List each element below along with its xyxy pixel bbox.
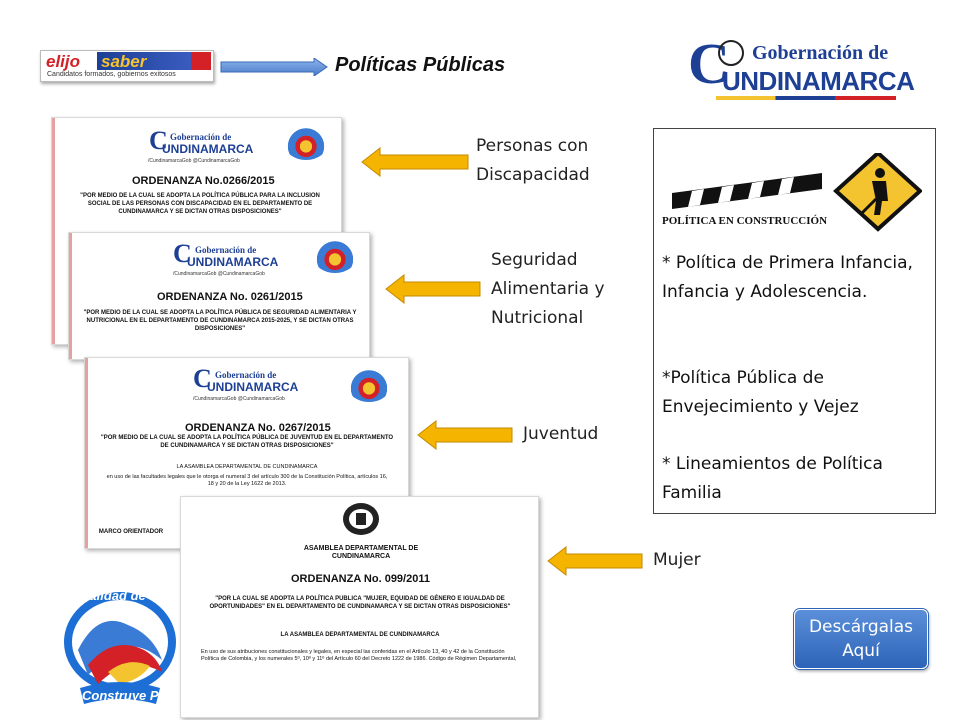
- doc-social: /CundinamarcaGob @CundinamarcaGob: [173, 271, 265, 277]
- doc-section-heading: MARCO ORIENTADOR: [98, 529, 164, 535]
- yellow-arrow-left-icon: [361, 147, 469, 177]
- doc-body-text: "POR MEDIO DE LA CUAL SE ADOPTA LA POLÍT…: [83, 310, 357, 332]
- doc-logo-initial: C: [173, 239, 192, 268]
- label-juventud: Juventud: [523, 424, 599, 444]
- logo-color-stripe: [716, 96, 896, 100]
- label-line: Alimentaria y: [491, 279, 605, 299]
- document-seguridad-alimentaria[interactable]: C Gobernación de UNDINAMARCA /Cundinamar…: [68, 232, 370, 360]
- doc-social: /CundinamarcaGob @CundinamarcaGob: [148, 158, 240, 164]
- elijo-saber-logo: elijo saber Candidatos formados, gobiern…: [40, 50, 214, 82]
- label-line: Personas con: [476, 136, 589, 156]
- emblem-bottom-text: Construye Paz: [82, 688, 173, 703]
- doc-logo-initial: C: [149, 126, 168, 155]
- doc-ordinance-number: ORDENANZA No. 099/2011: [291, 573, 430, 585]
- download-button-line-1: Descárgalas: [808, 617, 914, 637]
- blue-arrow-right-icon: [220, 58, 328, 76]
- doc-ordinance-number: ORDENANZA No.0266/2015: [132, 175, 275, 187]
- download-button[interactable]: Descárgalas Aquí: [794, 609, 928, 669]
- calidad-de-vida-construye-paz-logo: Calidad de Vida Construye Paz: [58, 580, 182, 710]
- doc-logo-line-2: UNDINAMARCA: [207, 380, 299, 394]
- label-mujer: Mujer: [653, 550, 701, 570]
- seal-icon: [718, 40, 744, 66]
- doc-logo-line-2: UNDINAMARCA: [162, 142, 254, 156]
- doc-logo-line-1: Gobernación de: [170, 132, 232, 142]
- doc-assembly-text: LA ASAMBLEA DEPARTAMENTAL DE CUNDINAMARC…: [280, 632, 440, 638]
- calidad-de-vida-badge-icon: [347, 368, 391, 402]
- doc-body-text: "POR MEDIO DE LA CUAL SE ADOPTA LA POLÍT…: [100, 435, 394, 449]
- calidad-de-vida-badge-icon: [284, 126, 328, 160]
- policy-item: *Política Pública de Envejecimiento y Ve…: [662, 368, 859, 417]
- yellow-arrow-left-icon: [417, 420, 513, 450]
- calidad-de-vida-emblem-icon: [64, 592, 176, 704]
- logo-tagline: Candidatos formados, gobiernos exitosos: [47, 71, 176, 78]
- doc-body-text: "POR MEDIO DE LA CUAL SE ADOPTA LA POLÍT…: [80, 193, 320, 215]
- label-line: Seguridad: [491, 250, 578, 270]
- logo-line-1: Gobernación de: [752, 42, 889, 64]
- policy-item: * Política de Primera Infancia, Infancia…: [662, 253, 913, 302]
- label-discapacidad: Personas con Discapacidad: [476, 132, 590, 190]
- doc-logo-initial: C: [193, 364, 212, 393]
- document-edge: [69, 233, 72, 359]
- doc-ordinance-number: ORDENANZA No. 0267/2015: [185, 422, 331, 434]
- document-edge: [85, 358, 88, 548]
- document-mujer[interactable]: ASAMBLEA DEPARTAMENTAL DE CUNDINAMARCA O…: [180, 496, 539, 718]
- logo-word-elijo: elijo: [46, 52, 81, 71]
- policy-item: * Lineamientos de Política Familia: [662, 454, 883, 503]
- gobernacion-cundinamarca-logo: C Gobernación de UNDINAMARCA: [688, 34, 915, 100]
- page-title: Políticas Públicas: [335, 54, 506, 76]
- download-button-line-2: Aquí: [842, 641, 880, 661]
- logo-word-saber: saber: [97, 52, 192, 71]
- under-construction-sign-icon: [672, 153, 922, 232]
- doc-logo-line-2: UNDINAMARCA: [187, 255, 279, 269]
- calidad-de-vida-badge-icon: [313, 239, 357, 273]
- doc-assembly-heading: ASAMBLEA DEPARTAMENTAL DE CUNDINAMARCA: [303, 545, 419, 560]
- yellow-arrow-left-icon: [547, 546, 643, 576]
- assembly-seal-icon: [343, 503, 379, 535]
- doc-logo-line-1: Gobernación de: [195, 245, 257, 255]
- policies-in-construction-panel: POLÍTICA EN CONSTRUCCIÓN * Política de P…: [653, 128, 936, 514]
- document-edge: [52, 118, 55, 344]
- logo-line-2: UNDINAMARCA: [722, 66, 915, 96]
- doc-ordinance-number: ORDENANZA No. 0261/2015: [157, 291, 303, 303]
- doc-assembly-text: LA ASAMBLEA DEPARTAMENTAL DE CUNDINAMARC…: [176, 464, 318, 470]
- logo-red-block: [191, 52, 211, 70]
- doc-legal-text: En uso de sus atribuciones constituciona…: [201, 649, 517, 662]
- label-seguridad-alimentaria: Seguridad Alimentaria y Nutricional: [491, 246, 605, 333]
- label-line: Discapacidad: [476, 165, 590, 185]
- label-line: Nutricional: [491, 308, 584, 328]
- construction-banner-text: POLÍTICA EN CONSTRUCCIÓN: [662, 215, 828, 227]
- emblem-top-text: Calidad de Vida: [80, 588, 177, 603]
- doc-body-text: "POR LA CUAL SE ADOPTA LA POLÍTICA PUBLI…: [209, 596, 511, 610]
- doc-logo-line-1: Gobernación de: [215, 370, 277, 380]
- doc-legal-text: en uso de las facultades legales que le …: [106, 474, 388, 487]
- yellow-arrow-left-icon: [385, 274, 481, 304]
- doc-social: /CundinamarcaGob @CundinamarcaGob: [193, 396, 285, 402]
